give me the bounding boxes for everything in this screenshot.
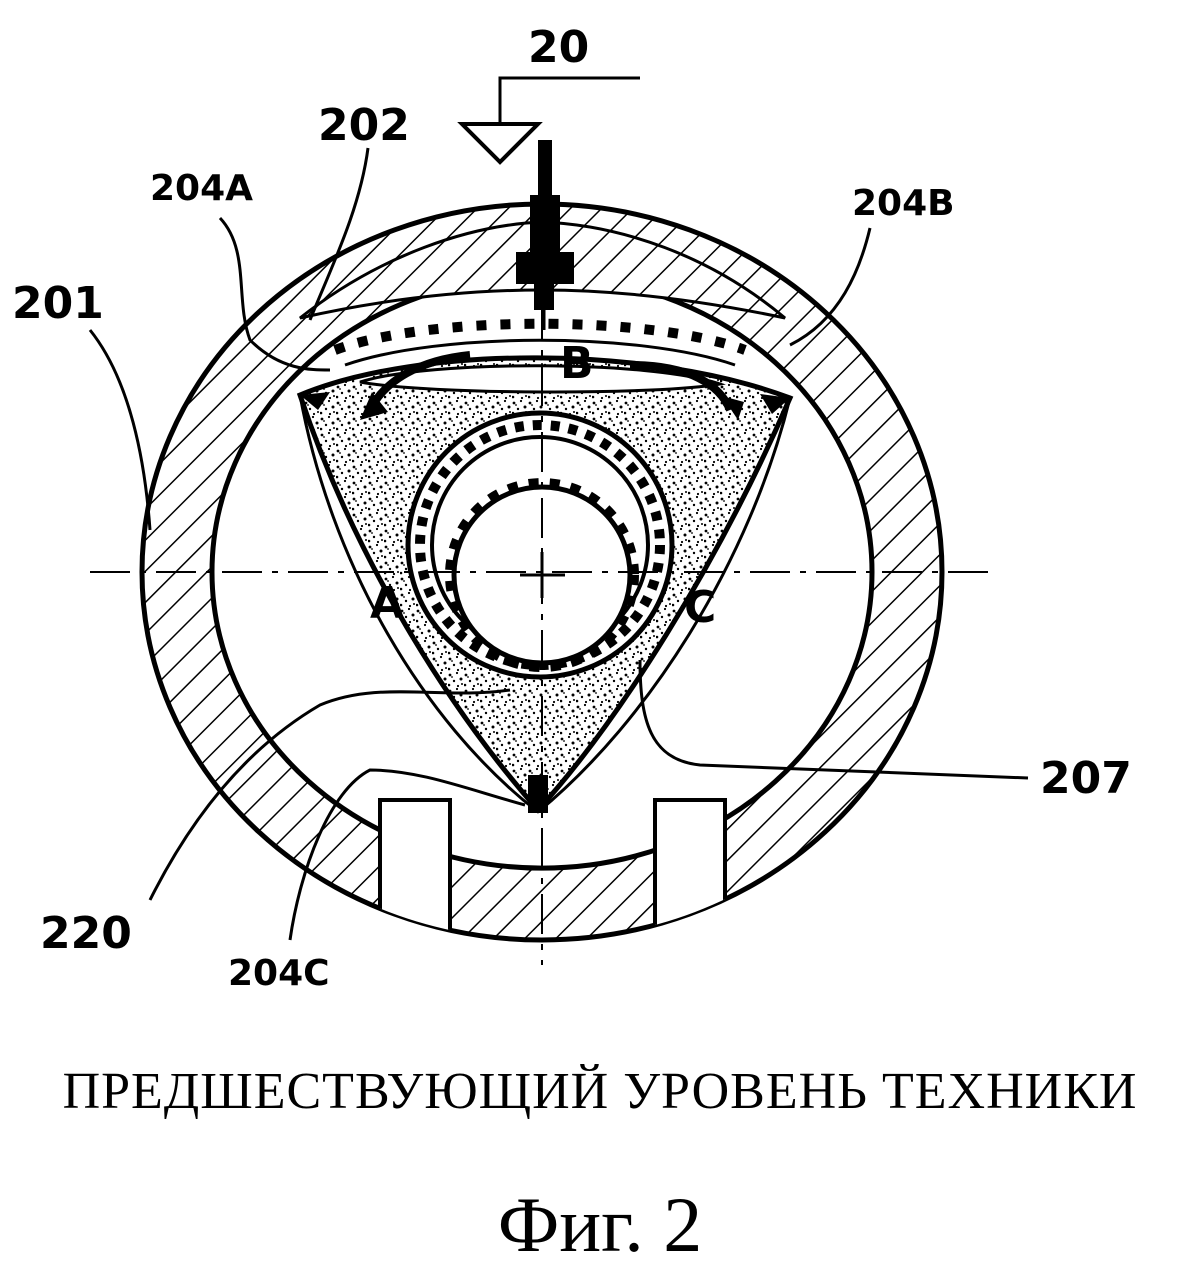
label-204A: 204A bbox=[150, 168, 253, 209]
apex-seal-B bbox=[760, 394, 790, 414]
label-point-A: A bbox=[370, 578, 404, 629]
label-20: 20 bbox=[528, 22, 589, 73]
section-marker bbox=[457, 76, 640, 165]
label-207: 207 bbox=[1040, 753, 1132, 804]
figure-number: Фиг. 2 bbox=[497, 1181, 703, 1268]
label-201: 201 bbox=[12, 278, 104, 329]
top-chamber-arc-inner bbox=[344, 338, 736, 367]
label-point-C: C bbox=[684, 582, 716, 633]
label-point-B: B bbox=[560, 338, 594, 389]
flow-arrowhead-right bbox=[722, 396, 744, 420]
spark-plug bbox=[516, 140, 574, 330]
port-left bbox=[378, 798, 452, 940]
flow-arrow-right bbox=[629, 361, 734, 412]
label-204C: 204C bbox=[228, 953, 330, 994]
shaft-gear-teeth bbox=[445, 478, 639, 672]
apex-seal-A bbox=[300, 392, 330, 410]
label-204B: 204B bbox=[852, 183, 955, 224]
port-right bbox=[653, 798, 727, 940]
leader-lines bbox=[88, 147, 1029, 941]
flow-arrowhead-left bbox=[360, 392, 388, 420]
top-chamber-arc bbox=[333, 318, 747, 355]
prior-art-caption: ПРЕДШЕСТВУЮЩИЙ УРОВЕНЬ ТЕХНИКИ bbox=[62, 1063, 1138, 1120]
housing-flank-left bbox=[298, 394, 539, 814]
housing-flank-right bbox=[537, 397, 792, 814]
apex-seal-C bbox=[528, 775, 548, 813]
rotor-recess-B bbox=[359, 364, 726, 394]
label-220: 220 bbox=[40, 908, 132, 959]
label-202: 202 bbox=[318, 100, 410, 151]
